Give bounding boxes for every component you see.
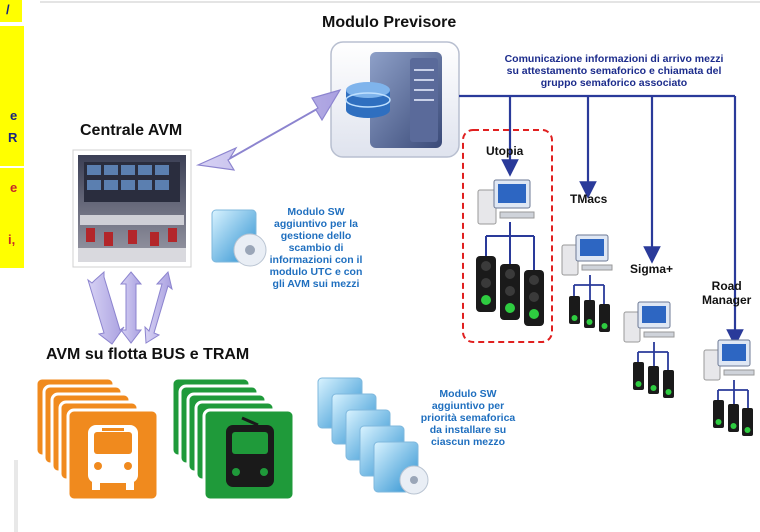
bus-icon-stack <box>34 376 160 502</box>
utopia-signal-heads <box>476 256 544 326</box>
utopia-highlight-box <box>462 129 553 343</box>
communication-note: Comunicazione informazioni di arrivo mez… <box>478 53 750 89</box>
module-sw-priority-line-4: da installare su <box>429 424 507 436</box>
modulo-previsore-title: Modulo Previsore <box>322 14 457 31</box>
module-sw-utc-line-6: modulo UTC e con <box>269 266 363 278</box>
module-sw-priority-line-3: priorità semaforica <box>420 412 516 424</box>
tmacs-label: TMacs <box>570 192 608 206</box>
module-sw-utc-line-4: scambio di <box>288 242 344 254</box>
module-sw-utc-line-5: informazioni con il <box>269 254 363 266</box>
left-fragment-3: R <box>8 130 18 145</box>
module-sw-utc-line-3: gestione dello <box>280 230 352 242</box>
connection-lines <box>459 94 744 347</box>
left-yellow-strip-mid <box>0 26 24 166</box>
module-sw-utc-line-7: gli AVM sui mezzi <box>272 278 360 290</box>
module-sw-priority-note: Modulo SW aggiuntivo per priorità semafo… <box>418 388 518 448</box>
left-fragment-5: i, <box>8 232 16 247</box>
tram-icon-stack <box>170 376 296 502</box>
module-sw-utc-line-2: aggiuntivo per la <box>273 218 358 230</box>
left-yellow-strip-top <box>0 0 22 22</box>
communication-note-line-3: gruppo semaforico associato <box>540 77 688 89</box>
cd-software-icon-1 <box>211 209 267 267</box>
cd-software-icon-stack <box>317 377 429 495</box>
server-icon <box>330 41 460 158</box>
tmacs-computer-icon <box>561 234 613 276</box>
sigma-computer-icon <box>623 301 675 343</box>
module-sw-priority-line-5: ciascun mezzo <box>430 436 506 448</box>
road-manager-label-line-2: Manager <box>702 293 752 307</box>
left-grey-divider <box>14 460 18 532</box>
road-manager-computer-icon <box>703 339 755 381</box>
sigma-label: Sigma+ <box>630 262 674 276</box>
left-fragment-1: / <box>6 2 10 17</box>
centrale-avm-title: Centrale AVM <box>80 122 183 139</box>
road-manager-label: Road Manager <box>702 279 751 307</box>
module-sw-priority-line-1: Modulo SW <box>439 388 497 400</box>
utopia-label: Utopia <box>486 144 524 158</box>
left-fragment-4: e <box>10 180 18 195</box>
double-arrow-server-avm <box>195 89 342 171</box>
communication-note-line-2: su attestamento semaforico e chiamata de… <box>506 65 722 77</box>
module-sw-utc-line-1: Modulo SW <box>287 206 345 218</box>
left-yellow-strip-bottom <box>0 168 24 268</box>
road-manager-signal-heads <box>713 380 753 436</box>
communication-note-line-1: Comunicazione informazioni di arrivo mez… <box>504 53 724 65</box>
vertical-arrows-avm-fleet <box>87 270 173 345</box>
utopia-traffic-lights <box>485 222 535 270</box>
module-sw-priority-line-2: aggiuntivo per <box>431 400 505 412</box>
sigma-signal-heads <box>633 342 674 398</box>
module-sw-utc-note: Modulo SW aggiuntivo per la gestione del… <box>258 206 374 290</box>
fleet-title: AVM su flotta BUS e TRAM <box>46 346 250 363</box>
left-fragment-2: e <box>10 108 18 123</box>
road-manager-label-line-1: Road <box>711 279 742 293</box>
utopia-computer-icon <box>477 179 535 225</box>
control-room-image <box>72 149 192 268</box>
tmacs-signal-heads <box>569 275 610 332</box>
